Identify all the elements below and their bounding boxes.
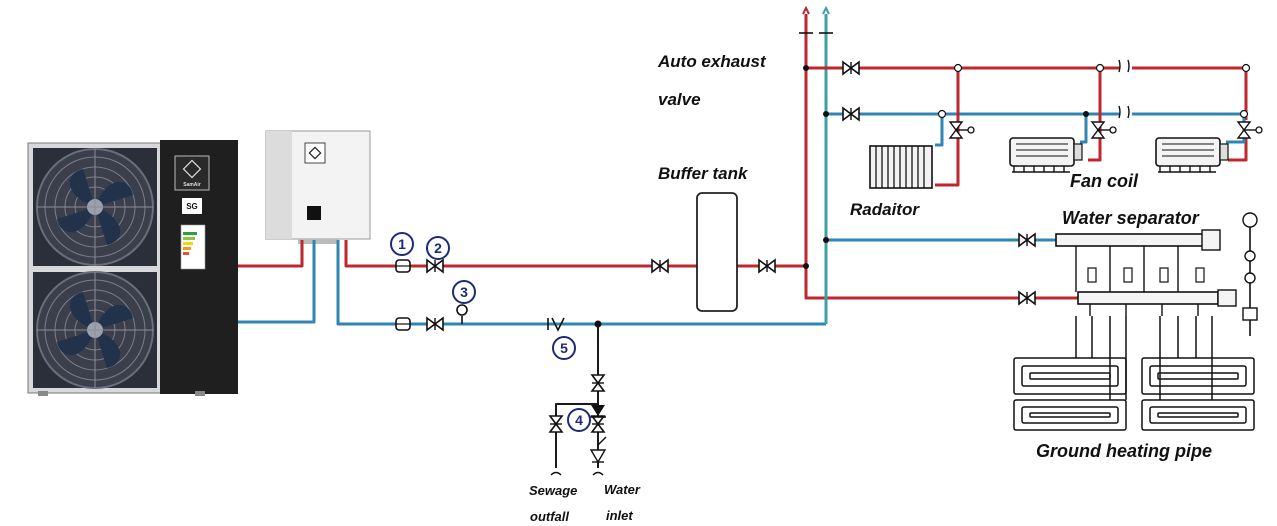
union-coupling-icon: [395, 259, 411, 273]
marker-4: 4: [567, 408, 591, 432]
ground-heating-pipe-label: Ground heating pipe: [1036, 441, 1212, 461]
pipe-network: [238, 14, 1248, 468]
valve-icon: [758, 259, 776, 273]
auto-exhaust-valve-icon: [842, 61, 860, 75]
valve-icon: [426, 317, 444, 331]
auto-exhaust-label: Auto exhaust: [658, 52, 766, 71]
inlet-stopcock-icon: [589, 436, 607, 464]
valve-icon: [549, 415, 563, 433]
marker-3: 3: [452, 280, 476, 304]
three-way-valve-icon: [1237, 121, 1263, 139]
fan-coil-unit: [1009, 137, 1083, 173]
water-separator-manifold: [1055, 212, 1258, 336]
indoor-hydro-module: [265, 130, 371, 244]
ground-heating-coils: [1013, 316, 1255, 431]
unit-brand-text: SamAir: [183, 182, 201, 188]
check-valve-icon: [590, 405, 606, 418]
unit-badge-text: SG: [186, 202, 198, 211]
water-separator-label: Water separator: [1062, 208, 1199, 228]
auto-exhaust-label-line2: valve: [658, 90, 701, 109]
riser-caps: [799, 5, 833, 34]
buffer-tank: [696, 192, 738, 312]
buffer-tank-label: Buffer tank: [658, 164, 748, 183]
radiator: [869, 145, 933, 189]
fan-coil-unit: [1155, 137, 1229, 173]
marker-2: 2: [426, 236, 450, 260]
valve-icon: [1018, 233, 1036, 247]
three-way-valve-icon: [949, 121, 975, 139]
fan-grille-icon: [36, 148, 154, 266]
valve-icon: [426, 259, 444, 273]
marker-5: 5: [552, 336, 576, 360]
fan-grille-icon: [36, 271, 154, 389]
pipe-junctions: [594, 65, 1089, 328]
valve-icon: [591, 415, 605, 433]
outdoor-heat-pump-unit: SamAir SG: [27, 140, 238, 396]
marker-1: 1: [390, 232, 414, 256]
valve-icon: [842, 107, 860, 121]
water-inlet-label-line2: inlet: [606, 508, 633, 523]
fan-coil-label: Fan coil: [1070, 171, 1139, 191]
valve-icon: [591, 374, 605, 392]
valve-icon: [1018, 291, 1036, 305]
union-coupling-icon: [395, 317, 411, 331]
pipe-break-symbols: [1118, 59, 1130, 119]
radiator-label: Radaitor: [850, 200, 919, 219]
filter-icon: [547, 317, 565, 332]
three-way-valve-icon: [1091, 121, 1117, 139]
sewage-outfall-label-line2: outfall: [530, 509, 569, 524]
tee-fittings: [937, 63, 1251, 119]
water-inlet-label: Water: [604, 482, 640, 497]
sewage-outfall-label: Sewage: [529, 483, 578, 498]
pressure-gauge-icon: [456, 304, 468, 324]
valve-icon: [651, 259, 669, 273]
